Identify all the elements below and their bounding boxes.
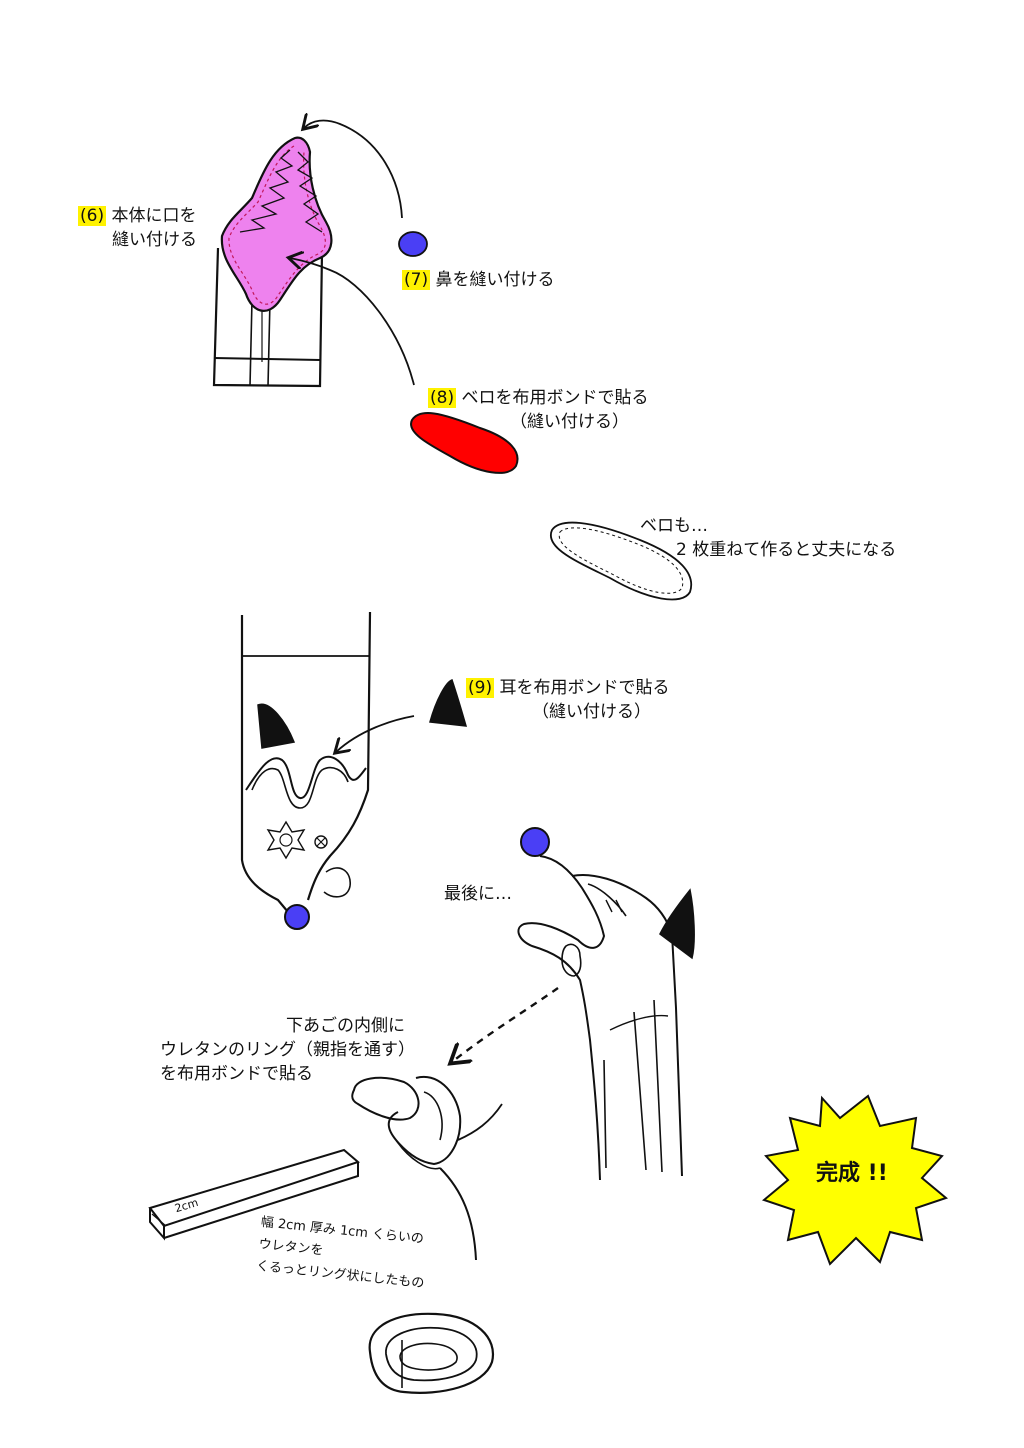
nose-final — [520, 827, 550, 857]
ring-note-line2: ウレタンのリング（親指を通す） — [160, 1040, 415, 1060]
finally-label: 最後に… — [444, 884, 512, 904]
tongue-piece — [410, 412, 519, 474]
ear-arrow — [336, 715, 415, 752]
step9-number: (9) — [466, 678, 495, 698]
step6-label: (6) 本体に口を 縫い付ける — [78, 204, 197, 252]
step6-line1: 本体に口を — [111, 206, 197, 226]
puppet-body-middle — [240, 611, 372, 913]
step6-line2: 縫い付ける — [112, 230, 197, 250]
tongue-note-line1: ベロも… — [640, 516, 708, 536]
step8-number: (8) — [428, 388, 457, 408]
step7-label: (7) 鼻を縫い付ける — [402, 268, 555, 292]
complete-label: 完成 !! — [816, 1161, 888, 1186]
nose-attached — [284, 904, 310, 930]
puppet-body-top — [212, 247, 324, 388]
mouth-stitches — [228, 145, 326, 305]
ear-left-piece — [257, 703, 296, 749]
complete-burst — [761, 1094, 949, 1266]
step9-label: (9) 耳を布用ボンドで貼る （縫い付ける） — [466, 676, 670, 724]
nose-arrow — [304, 121, 403, 219]
eye-cross-sketch — [314, 835, 328, 849]
dashed-arrow — [452, 987, 559, 1062]
step8-sub: （縫い付ける） — [510, 412, 629, 432]
step8-text: ベロを布用ボンドで貼る — [461, 388, 649, 408]
step8-label: (8) ベロを布用ボンドで貼る （縫い付ける） — [428, 386, 649, 434]
eye-star-sketch — [266, 820, 306, 860]
ear-piece — [429, 679, 468, 727]
step9-sub: （縫い付ける） — [532, 702, 651, 722]
ring-note: 下あごの内側に ウレタンのリング（親指を通す） を布用ボンドで貼る — [160, 1014, 415, 1086]
tongue-arrow — [290, 258, 415, 386]
ring-note-line1: 下あごの内側に — [286, 1016, 405, 1036]
tongue-note: ベロも… 2 枚重ねて作ると丈夫になる — [640, 514, 896, 562]
urethane-strip — [148, 1148, 360, 1241]
urethane-ring — [368, 1312, 495, 1394]
nose-piece — [398, 231, 428, 257]
step7-text: 鼻を縫い付ける — [435, 270, 555, 290]
mouth-teeth — [239, 149, 323, 233]
step9-text: 耳を布用ボンドで貼る — [499, 678, 670, 698]
step6-number: (6) — [78, 206, 107, 226]
tongue-layered-sketch — [549, 521, 693, 601]
ring-note-line3: を布用ボンドで貼る — [160, 1064, 313, 1084]
ear-final — [659, 888, 695, 960]
thumb-with-ring — [351, 1075, 503, 1261]
tongue-note-line2: 2 枚重ねて作ると丈夫になる — [676, 540, 897, 560]
step7-number: (7) — [402, 270, 431, 290]
hand-puppet — [517, 855, 683, 1181]
